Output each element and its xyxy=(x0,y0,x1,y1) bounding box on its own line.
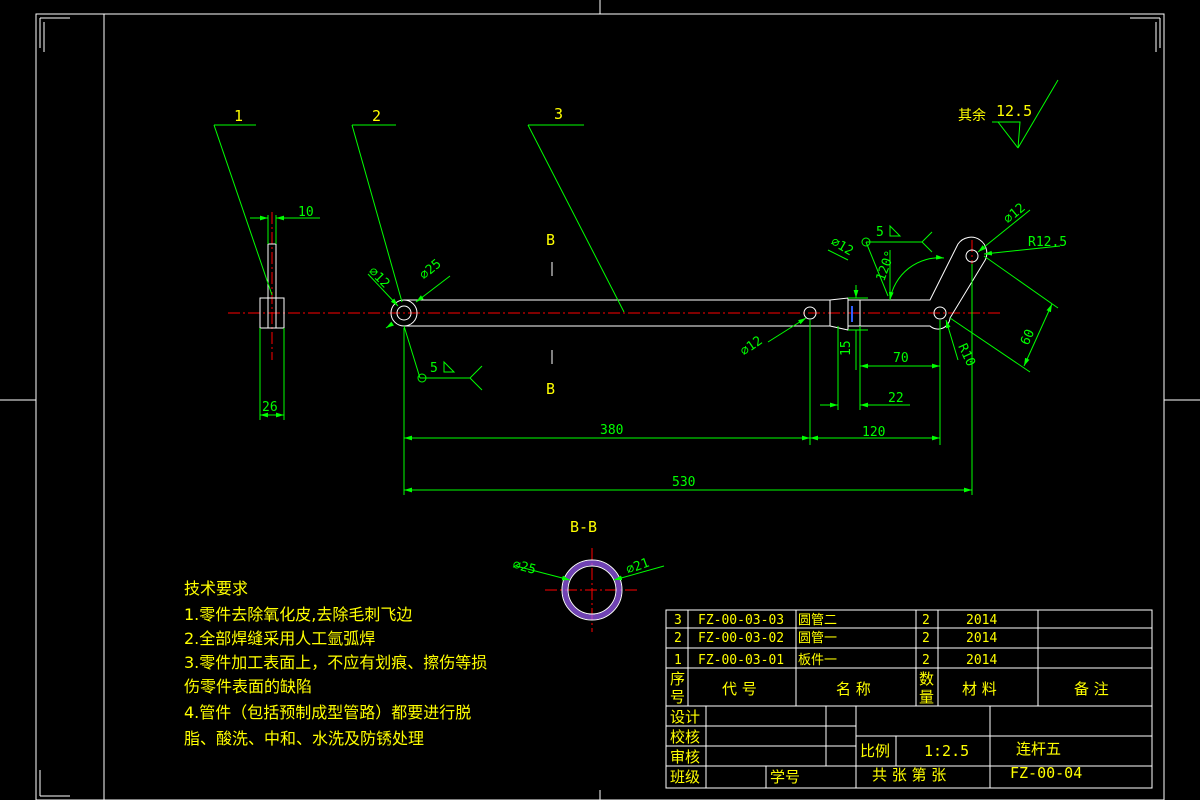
dim-plate-width: 10 xyxy=(298,205,314,220)
dim-hole-right: ⌀12 xyxy=(828,234,856,259)
bom-header-material: 材 料 xyxy=(962,680,997,698)
bom-name: 圆管二 xyxy=(798,613,837,628)
bom-header-name: 名 称 xyxy=(836,680,871,698)
tb-design: 设计 xyxy=(670,708,700,726)
bom-row: 1 FZ-00-03-01 板件一 2 2014 xyxy=(674,653,997,668)
dim-section-od: ⌀25 xyxy=(511,557,538,578)
weld-triangles xyxy=(443,224,902,373)
part-label-1: 1 xyxy=(234,107,243,125)
bom-header-qty-b: 量 xyxy=(919,688,934,706)
tech-line-6: 脂、酸洗、中和、水洗及防锈处理 xyxy=(184,729,424,748)
dim-section-id: ⌀21 xyxy=(624,556,651,578)
bom-table: 3 FZ-00-03-03 圆管二 2 2014 2 FZ-00-03-02 圆… xyxy=(670,613,1109,706)
link-body xyxy=(390,236,988,331)
tb-review: 审核 xyxy=(670,748,700,766)
section-marker-top: B xyxy=(546,231,555,249)
tech-line-1: 1.零件去除氧化皮,去除毛刺飞边 xyxy=(184,605,412,624)
section-bb-view xyxy=(515,559,665,621)
dim-angle: 120° xyxy=(874,249,899,284)
bom-qty: 2 xyxy=(922,631,930,646)
bom-code: FZ-00-03-01 xyxy=(698,653,784,668)
bom-header-qty-a: 数 xyxy=(919,670,934,688)
plate-side-view xyxy=(259,243,285,329)
dim-60: 60 xyxy=(1018,327,1038,348)
bom-material: 2014 xyxy=(966,653,997,668)
weld-size-right: 5 xyxy=(876,225,884,240)
tb-class: 班级 xyxy=(670,768,700,786)
bom-material: 2014 xyxy=(966,613,997,628)
tb-part-name: 连杆五 xyxy=(1016,740,1061,758)
dim-380: 380 xyxy=(600,423,623,438)
dim-tube-od: ⌀25 xyxy=(417,256,445,283)
frame-corner-marks xyxy=(39,17,1161,797)
tech-line-4: 伤零件表面的缺陷 xyxy=(184,677,312,696)
bom-seq: 2 xyxy=(674,631,682,646)
bom-header-code: 代 号 xyxy=(722,680,757,698)
title-block xyxy=(665,609,1153,789)
bom-qty: 2 xyxy=(922,613,930,628)
roughness-label: 其余 xyxy=(958,107,986,124)
tb-check: 校核 xyxy=(670,728,700,746)
bom-name: 圆管一 xyxy=(798,631,837,646)
dim-70: 70 xyxy=(893,351,909,366)
bom-row: 2 FZ-00-03-02 圆管一 2 2014 xyxy=(674,631,997,646)
tb-scale-label: 比例 xyxy=(860,742,890,760)
dim-hole-mid: ⌀12 xyxy=(738,334,766,360)
weld-size-left: 5 xyxy=(430,361,438,376)
bom-seq: 1 xyxy=(674,653,682,668)
bom-row: 3 FZ-00-03-03 圆管二 2 2014 xyxy=(674,613,997,628)
bom-header: 序 号 代 号 名 称 数 量 材 料 备 注 xyxy=(670,670,1109,706)
tb-sheets: 共 张 第 张 xyxy=(872,766,946,784)
dim-radius-bottom: R10 xyxy=(954,341,978,369)
dim-hole-top: ⌀12 xyxy=(1001,200,1029,227)
part-label-3: 3 xyxy=(554,105,563,123)
part-label-2: 2 xyxy=(372,107,381,125)
tb-drawing-no: FZ-00-04 xyxy=(1010,764,1082,782)
dim-plate-length: 26 xyxy=(262,400,278,415)
dimension-lines xyxy=(250,79,1061,495)
section-title: B-B xyxy=(570,518,597,536)
tech-line-2: 2.全部焊缝采用人工氩弧焊 xyxy=(184,629,375,648)
dim-530: 530 xyxy=(672,475,695,490)
bom-header-note: 备 注 xyxy=(1074,680,1109,698)
dim-15: 15 xyxy=(839,340,854,356)
bom-qty: 2 xyxy=(922,653,930,668)
tech-requirements: 技术要求 1.零件去除氧化皮,去除毛刺飞边 2.全部焊缝采用人工氩弧焊 3.零件… xyxy=(184,579,487,748)
part-leaders xyxy=(213,124,625,313)
dim-radius-top: R12.5 xyxy=(1028,235,1067,250)
dim-22: 22 xyxy=(888,391,904,406)
bom-name: 板件一 xyxy=(798,653,837,668)
bom-seq: 3 xyxy=(674,613,682,628)
bom-code: FZ-00-03-03 xyxy=(698,613,784,628)
bom-code: FZ-00-03-02 xyxy=(698,631,784,646)
tb-scale-value: 1:2.5 xyxy=(924,742,969,760)
bom-material: 2014 xyxy=(966,631,997,646)
tech-line-5: 4.管件（包括预制成型管路）都要进行脱 xyxy=(184,703,471,722)
bom-header-seq-b: 号 xyxy=(670,688,685,706)
dim-120: 120 xyxy=(862,425,885,440)
tech-title: 技术要求 xyxy=(184,579,248,598)
roughness-value: 12.5 xyxy=(996,102,1032,120)
dim-tube-id: ⌀12 xyxy=(365,264,392,291)
title-block-text: 设计 校核 审核 班级 学号 比例 1:2.5 共 张 第 张 连杆五 FZ-0… xyxy=(670,708,1082,786)
bom-header-seq-a: 序 xyxy=(670,670,685,688)
tb-student-no: 学号 xyxy=(770,768,800,786)
section-marker-bottom: B xyxy=(546,380,555,398)
tech-line-3: 3.零件加工表面上，不应有划痕、擦伤等损 xyxy=(184,653,487,672)
